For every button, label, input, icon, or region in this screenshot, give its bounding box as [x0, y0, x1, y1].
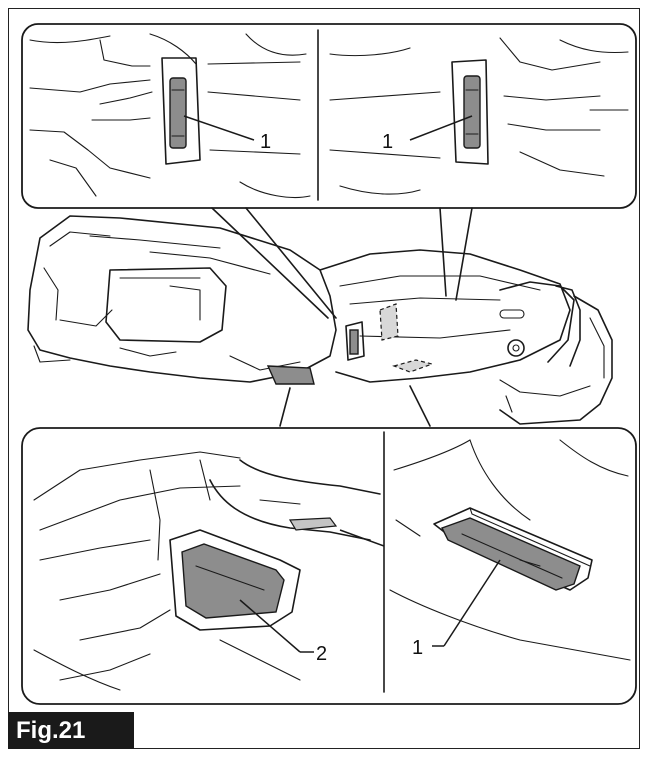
hook-slot-left [169, 77, 187, 149]
callout-top-left: 1 [260, 131, 271, 153]
leader-top-right [409, 115, 473, 141]
top-detail-panel: 1 1 [21, 23, 637, 209]
callout-bottom-right: 1 [412, 637, 423, 659]
callout-top-right: 1 [382, 131, 393, 153]
bottom-left-detail [33, 451, 385, 691]
figure-label: Fig.21 [8, 712, 134, 749]
rubber-pad-detail [181, 543, 285, 619]
hook-slot-right [463, 75, 481, 149]
top-right-housing [329, 37, 629, 195]
small-slot-bottom-left [288, 517, 338, 531]
pointer-top-left-b [245, 207, 337, 319]
rubber-pad-main [266, 365, 315, 385]
bottom-detail-panel: 2 1 [21, 427, 637, 705]
pointer-top-left [211, 207, 329, 319]
hook-slot-detail [441, 517, 581, 591]
hidden-slot-side [379, 303, 399, 341]
leader-bottom-left [239, 599, 301, 653]
hidden-slot-bottom [392, 359, 435, 373]
hook-slot-main [349, 329, 359, 355]
pointer-bottom-left [279, 387, 291, 427]
pointer-bottom-right [409, 385, 431, 427]
callout-bottom-left: 2 [316, 643, 327, 665]
bottom-right-detail [389, 439, 631, 661]
reciprocating-saw-illustration [27, 215, 613, 425]
leader-bottom-right [443, 559, 501, 647]
leader-top-left [183, 115, 255, 141]
top-left-housing [29, 33, 311, 199]
